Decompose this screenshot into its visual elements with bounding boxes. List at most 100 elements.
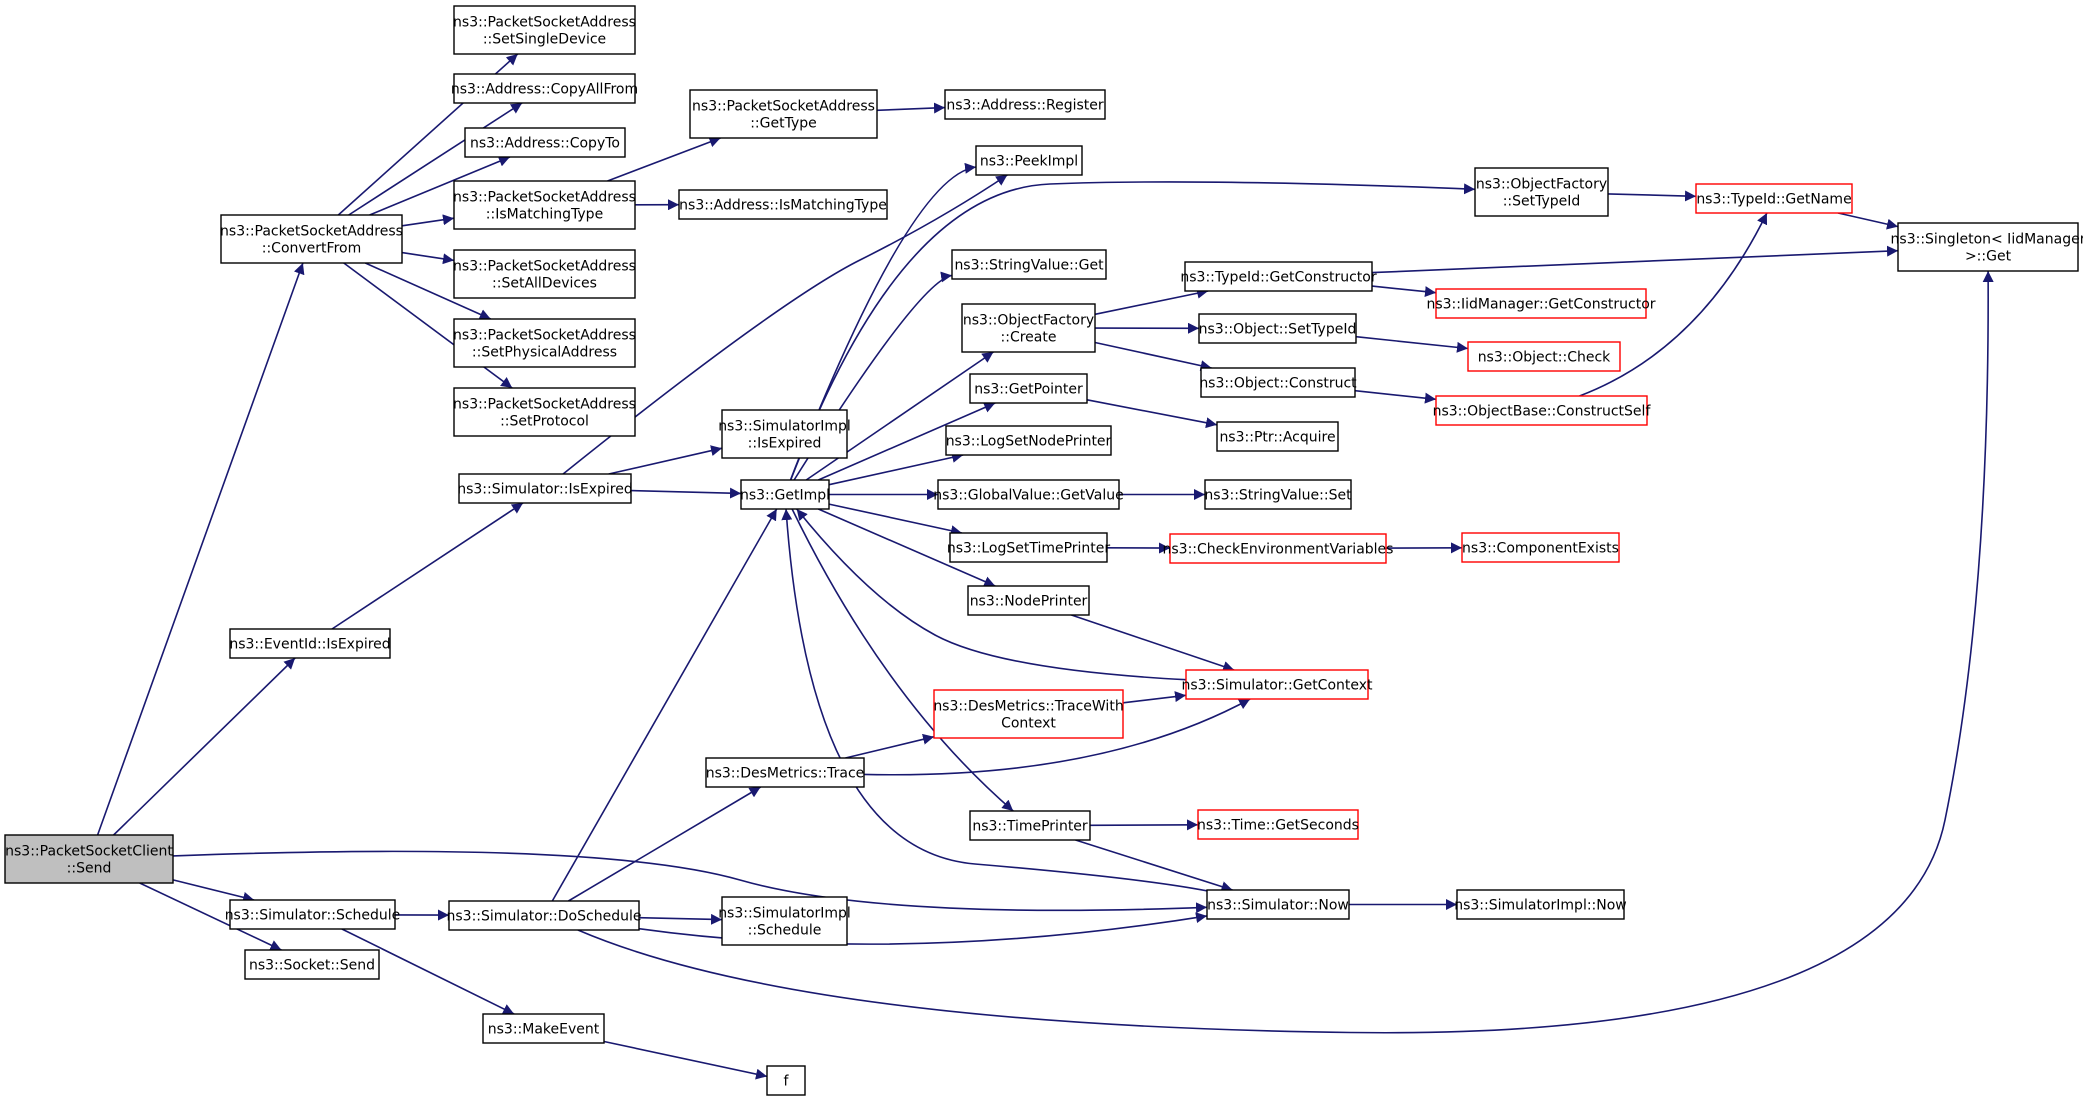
- node-psa-setsingledevice[interactable]: ns3::PacketSocketAddress::SetSingleDevic…: [453, 5, 636, 55]
- node-label: ns3::GetPointer: [974, 382, 1083, 398]
- node-simimpl-schedule[interactable]: ns3::SimulatorImpl::Schedule: [718, 896, 851, 946]
- node-box: [937, 479, 1120, 510]
- node-label: ::Create: [1001, 330, 1057, 346]
- call-edge: [96, 262, 305, 836]
- call-edge: [828, 503, 963, 537]
- node-psa-gettype[interactable]: ns3::PacketSocketAddress::GetType: [689, 89, 878, 139]
- node-box: [453, 5, 636, 55]
- node-box: [453, 249, 636, 299]
- node-time-getseconds[interactable]: ns3::Time::GetSeconds: [1197, 809, 1359, 840]
- node-box: [453, 387, 636, 437]
- node-psc-send[interactable]: ns3::PacketSocketClient::Send: [4, 834, 174, 884]
- node-label: ns3::Simulator::DoSchedule: [447, 909, 642, 925]
- node-addr-copyto[interactable]: ns3::Address::CopyTo: [464, 127, 626, 158]
- node-box: [1216, 421, 1339, 452]
- node-singleton-get[interactable]: ns3::Singleton< IidManager>::Get: [1891, 222, 2083, 272]
- call-edge: [1607, 190, 1697, 202]
- node-sim-getcontext[interactable]: ns3::Simulator::GetContext: [1181, 669, 1373, 700]
- node-object-construct[interactable]: ns3::Object::Construct: [1199, 367, 1357, 398]
- node-globalvalue-getvalue[interactable]: ns3::GlobalValue::GetValue: [933, 479, 1124, 510]
- node-desmetrics-trace[interactable]: ns3::DesMetrics::Trace: [705, 757, 865, 788]
- node-psa-setprotocol[interactable]: ns3::PacketSocketAddress::SetProtocol: [453, 387, 636, 437]
- node-label: ns3::GetImpl: [740, 488, 830, 504]
- node-typeid-getname[interactable]: ns3::TypeId::GetName: [1695, 183, 1853, 214]
- node-logsetnodeprinter[interactable]: ns3::LogSetNodePrinter: [945, 425, 1112, 456]
- node-simimpl-now[interactable]: ns3::SimulatorImpl::Now: [1454, 889, 1627, 920]
- node-label: Context: [1001, 716, 1056, 732]
- node-box: [949, 532, 1108, 563]
- node-addr-ismatchingtype[interactable]: ns3::Address::IsMatchingType: [678, 189, 888, 220]
- node-psa-ismatchingtype[interactable]: ns3::PacketSocketAddress::IsMatchingType: [453, 180, 636, 230]
- node-nodeprinter[interactable]: ns3::NodePrinter: [967, 585, 1090, 616]
- call-edge: [562, 174, 1008, 475]
- call-edge: [876, 102, 946, 114]
- node-label: ns3::Socket::Send: [249, 958, 375, 974]
- node-componentexists[interactable]: ns3::ComponentExists: [1461, 532, 1620, 563]
- node-addr-register[interactable]: ns3::Address::Register: [944, 89, 1106, 120]
- node-label: ns3::TypeId::GetName: [1696, 192, 1851, 208]
- node-eventid-isexpired[interactable]: ns3::EventId::IsExpired: [229, 628, 391, 659]
- call-edge: [172, 850, 1208, 914]
- call-edge: [1354, 389, 1437, 404]
- node-makeevent[interactable]: ns3::MakeEvent: [482, 1013, 605, 1044]
- node-box: [1435, 288, 1647, 319]
- node-addr-copyallfrom[interactable]: ns3::Address::CopyAllFrom: [451, 73, 638, 104]
- node-box: [945, 425, 1112, 456]
- node-label: ns3::Time::GetSeconds: [1197, 818, 1359, 834]
- node-label: ::GetType: [750, 116, 817, 132]
- node-typeid-getconstructor[interactable]: ns3::TypeId::GetConstructor: [1180, 261, 1377, 292]
- node-checkenvvars[interactable]: ns3::CheckEnvironmentVariables: [1163, 533, 1394, 564]
- node-stringvalue-set[interactable]: ns3::StringValue::Set: [1204, 479, 1352, 510]
- node-logsettimeprinter[interactable]: ns3::LogSetTimePrinter: [947, 532, 1111, 563]
- node-box: [951, 249, 1107, 280]
- node-object-settypeid[interactable]: ns3::Object::SetTypeId: [1198, 313, 1357, 344]
- node-label: ns3::PacketSocketClient: [5, 844, 173, 860]
- node-objbase-constructself[interactable]: ns3::ObjectBase::ConstructSelf: [1433, 395, 1652, 426]
- call-edge: [567, 786, 762, 902]
- node-sim-schedule[interactable]: ns3::Simulator::Schedule: [225, 899, 401, 930]
- node-label: ns3::ComponentExists: [1462, 541, 1619, 557]
- node-box: [244, 949, 380, 980]
- node-ptr-acquire[interactable]: ns3::Ptr::Acquire: [1216, 421, 1339, 452]
- node-label: ::IsMatchingType: [486, 207, 603, 223]
- node-getpointer[interactable]: ns3::GetPointer: [969, 373, 1088, 404]
- call-edge: [341, 928, 515, 1015]
- node-label: ns3::SimulatorImpl::Now: [1454, 898, 1627, 914]
- node-timeprinter[interactable]: ns3::TimePrinter: [969, 810, 1091, 841]
- node-label: ns3::Address::CopyAllFrom: [451, 82, 638, 98]
- node-sim-now[interactable]: ns3::Simulator::Now: [1206, 889, 1350, 920]
- node-sim-doschedule[interactable]: ns3::Simulator::DoSchedule: [447, 900, 642, 931]
- call-edge: [1371, 245, 1899, 274]
- call-edge: [638, 912, 1208, 945]
- node-label: ns3::Address::Register: [946, 98, 1104, 114]
- node-getimpl[interactable]: ns3::GetImpl: [740, 479, 830, 510]
- node-label: ns3::Address::IsMatchingType: [679, 198, 887, 214]
- node-objfactory-settypeid[interactable]: ns3::ObjectFactory::SetTypeId: [1474, 167, 1609, 217]
- call-edge: [607, 136, 721, 182]
- call-edge: [796, 508, 1187, 681]
- node-simimpl-isexpired[interactable]: ns3::SimulatorImpl::IsExpired: [718, 409, 851, 459]
- node-peekimpl[interactable]: ns3::PeekImpl: [975, 145, 1083, 176]
- node-iidmanager-getconstructor[interactable]: ns3::IidManager::GetConstructor: [1426, 288, 1656, 319]
- node-stringvalue-get[interactable]: ns3::StringValue::Get: [951, 249, 1107, 280]
- node-sim-isexpired[interactable]: ns3::Simulator::IsExpired: [457, 473, 633, 504]
- node-label: ns3::Object::Check: [1478, 350, 1611, 366]
- node-label: ns3::PacketSocketAddress: [692, 99, 875, 115]
- node-objfactory-create[interactable]: ns3::ObjectFactory::Create: [961, 303, 1096, 353]
- node-label: ns3::StringValue::Get: [954, 258, 1104, 274]
- node-psa-setalldevices[interactable]: ns3::PacketSocketAddress::SetAllDevices: [453, 249, 636, 299]
- node-box: [961, 303, 1096, 353]
- node-label: ::SetTypeId: [1503, 194, 1581, 210]
- node-psa-convertfrom[interactable]: ns3::PacketSocketAddress::ConvertFrom: [220, 214, 403, 264]
- node-label: ns3::ObjectBase::ConstructSelf: [1433, 404, 1652, 420]
- node-socket-send[interactable]: ns3::Socket::Send: [244, 949, 380, 980]
- call-edge: [791, 508, 1014, 812]
- node-psa-setphysicaladdress[interactable]: ns3::PacketSocketAddress::SetPhysicalAdd…: [453, 318, 636, 368]
- node-label: ns3::Simulator::Now: [1207, 898, 1349, 914]
- node-label: ns3::StringValue::Set: [1204, 488, 1352, 504]
- node-object-check[interactable]: ns3::Object::Check: [1467, 341, 1621, 372]
- node-f[interactable]: f: [766, 1065, 806, 1096]
- call-edge: [1371, 285, 1437, 298]
